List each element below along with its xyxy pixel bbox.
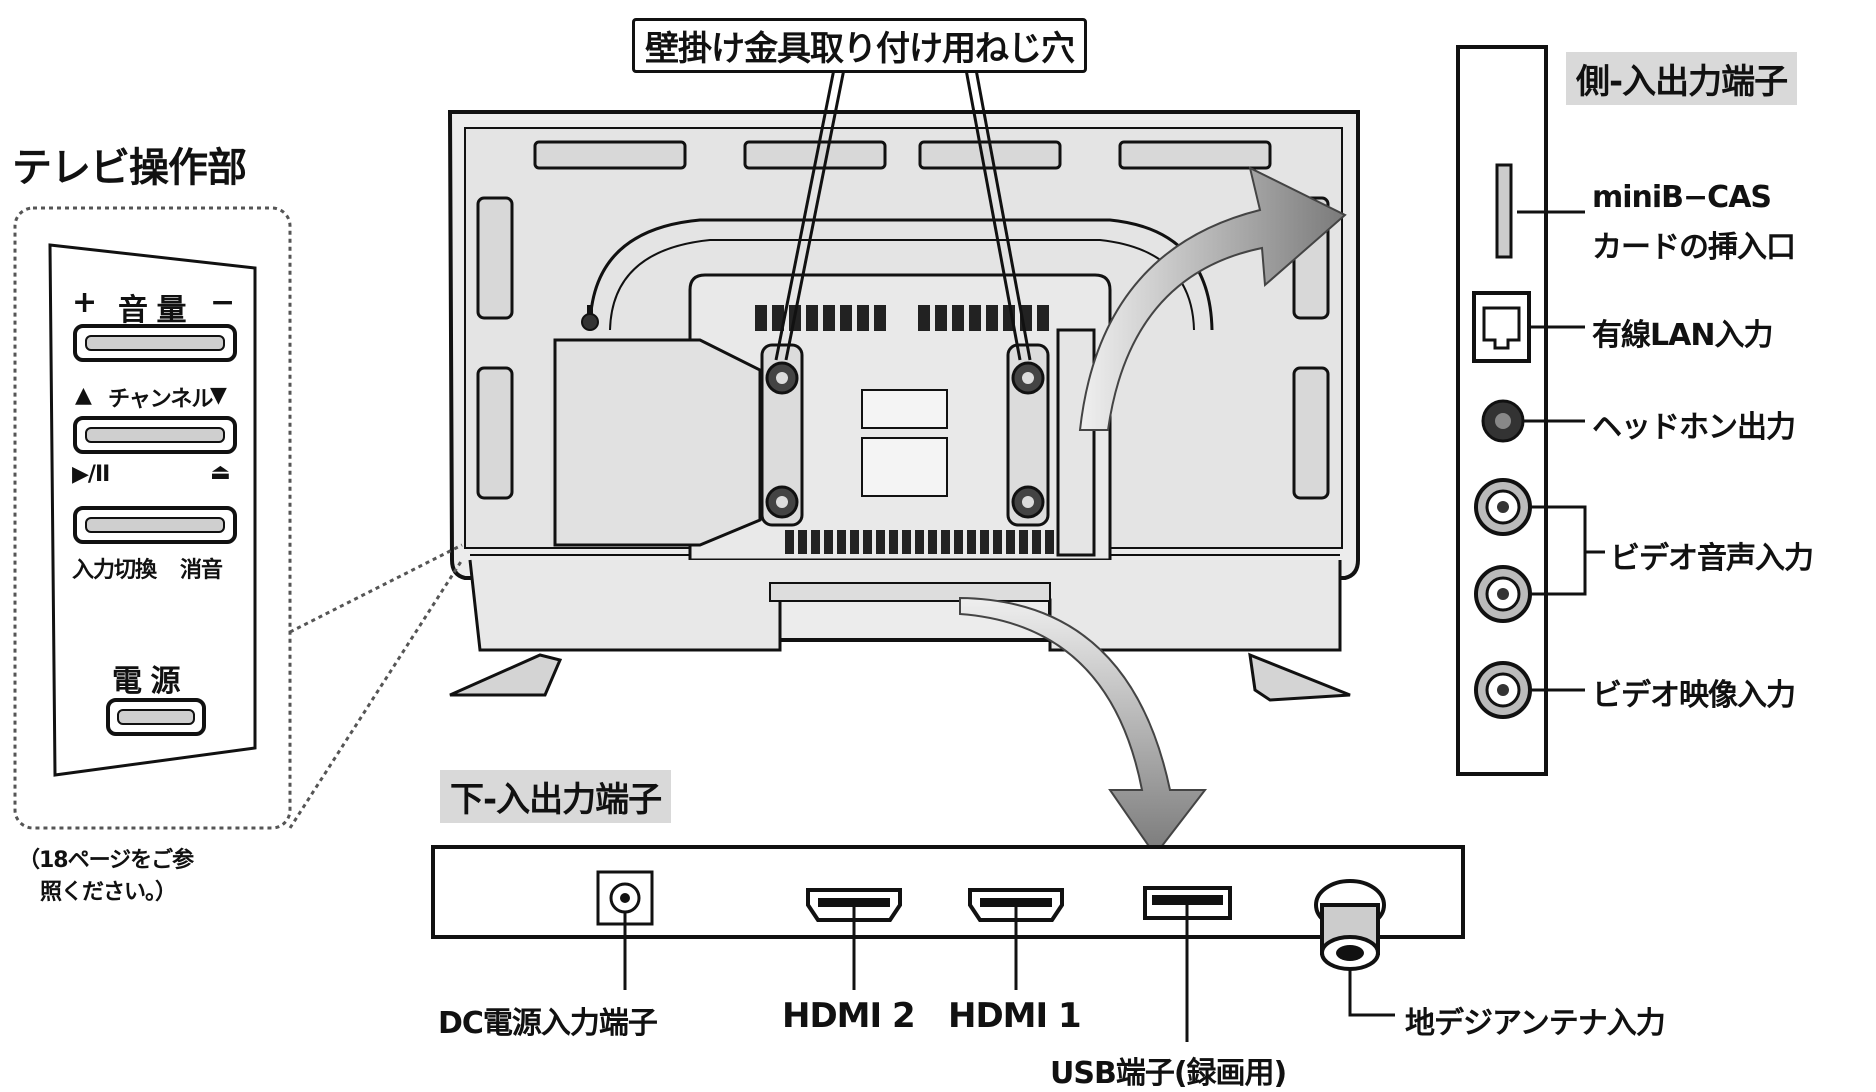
input-switch-label: 入力切換	[72, 558, 157, 583]
video-audio-input-label: ビデオ音声入力	[1610, 541, 1814, 576]
tv-control-heading: テレビ操作部	[12, 145, 247, 191]
screw-hole-leaders	[774, 63, 1032, 361]
page-reference-note-line1: （18ページをご参	[18, 848, 194, 873]
tv-control-panel	[13, 206, 464, 830]
usb-recording-label: USB端子(録画用)	[1050, 1056, 1287, 1091]
power-label: 電 源	[112, 664, 180, 699]
volume-label: 音 量	[118, 293, 186, 328]
eject-label: ⏏	[210, 460, 231, 485]
volume-plus-label: +	[72, 285, 97, 320]
dc-power-input-label: DC電源入力端子	[438, 1006, 658, 1041]
channel-up-label: ▲	[75, 383, 92, 408]
channel-label: チャンネル	[108, 387, 213, 412]
video-input-label: ビデオ映像入力	[1592, 678, 1796, 713]
digital-antenna-input-label: 地デジアンテナ入力	[1405, 1006, 1666, 1041]
side-io-panel	[1456, 45, 1605, 776]
arrow-to-side-panel	[1078, 166, 1347, 431]
card-slot-label-line2: カードの挿入口	[1592, 230, 1796, 265]
channel-down-label: ▼	[210, 383, 227, 408]
bottom-io-heading: 下-入出力端子	[440, 770, 672, 823]
hdmi2-label: HDMI 2	[782, 996, 916, 1036]
tv-rear-body	[447, 110, 1360, 702]
headphone-output-label: ヘッドホン出力	[1592, 410, 1796, 445]
page-reference-note-line2: 照ください。）	[40, 880, 177, 905]
lan-input-label: 有線LAN入力	[1592, 318, 1773, 353]
side-io-heading: 側-入出力端子	[1566, 52, 1798, 105]
card-slot-label-line1: miniB−CAS	[1592, 180, 1772, 215]
play-pause-label: ▶/II	[72, 462, 110, 487]
bottom-io-panel	[431, 845, 1465, 1042]
hdmi1-label: HDMI 1	[948, 996, 1082, 1036]
mute-label: 消音	[180, 558, 223, 583]
wall-mount-screw-hole-label: 壁掛け金具取り付け用ねじ穴	[632, 18, 1087, 73]
wall-mount-screw-holes	[765, 361, 1045, 519]
volume-minus-label: −	[210, 285, 235, 320]
